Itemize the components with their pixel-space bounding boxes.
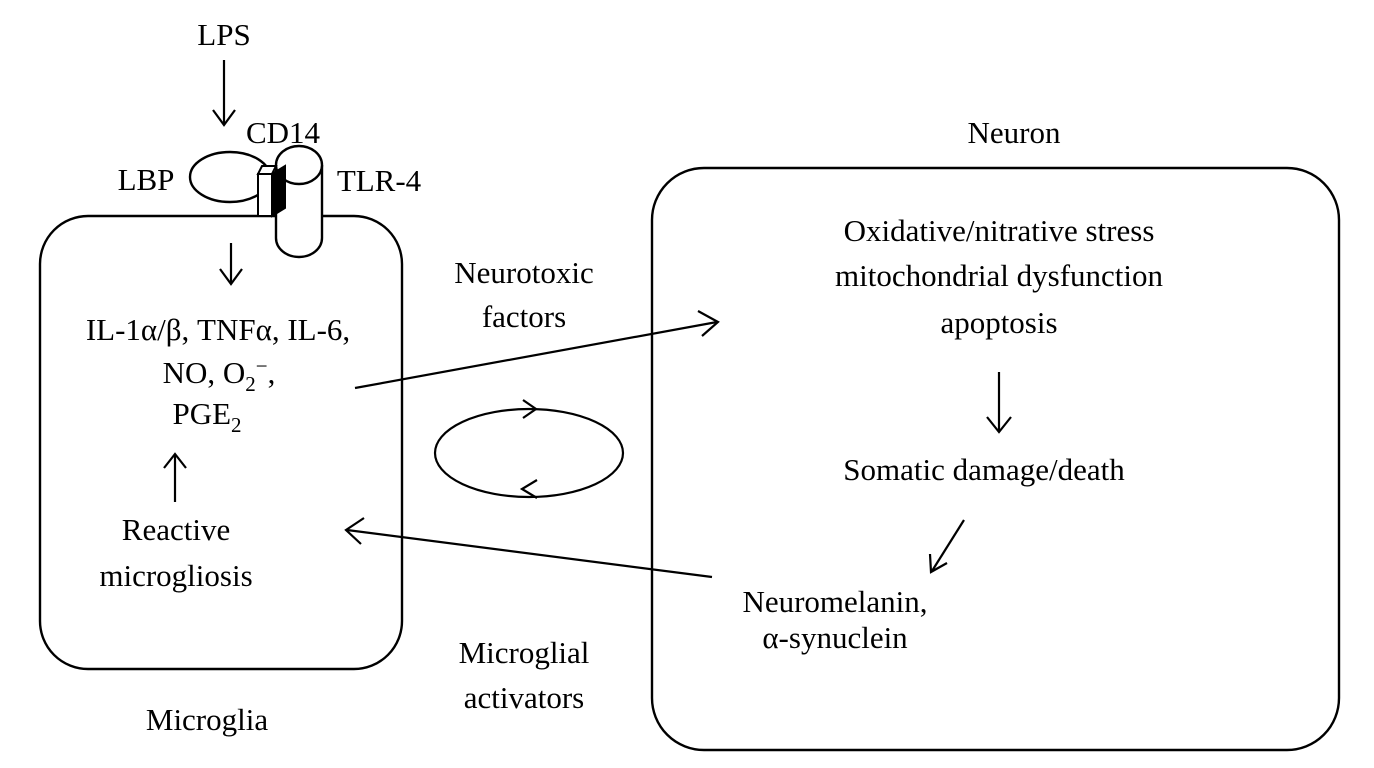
microgliosis-arrow-up [163, 452, 187, 502]
cd14-label: CD14 [246, 115, 321, 150]
release-line2-text: α-synuclein [762, 620, 908, 655]
receptor-complex [188, 144, 324, 259]
signal-arrow-down [219, 243, 243, 286]
stress-line3: apoptosis [940, 305, 1057, 340]
microglia-label: Microglia [146, 702, 268, 737]
feedback-cycle [433, 399, 625, 499]
activators-line1: Microglial [459, 635, 590, 670]
release-line1: Neuromelanin, [742, 584, 927, 619]
mediators-line3-a: PGE [172, 396, 231, 431]
release-line2: α-synuclein [762, 620, 908, 655]
cycle-arrowhead-top [522, 399, 538, 419]
reactive-line1: Reactive [122, 512, 230, 547]
tlr4-label: TLR-4 [337, 163, 422, 198]
stress-line2: mitochondrial dysfunction [835, 258, 1164, 293]
reactive-line2: microgliosis [99, 558, 252, 593]
neuron-label: Neuron [968, 115, 1061, 150]
mediators-line2-a: NO, O [163, 355, 246, 390]
neurotoxic-line1: Neurotoxic [454, 255, 593, 290]
cd14-connector-block [256, 164, 286, 218]
tlr4-cylinder [274, 165, 324, 259]
damage-to-release-arrow [928, 519, 965, 574]
activators-line2: activators [464, 680, 585, 715]
mediators-line3-sub: 2 [231, 413, 242, 437]
lps-arrow [212, 60, 236, 127]
neurotoxic-arrow [354, 310, 720, 390]
mediators-line2-sup: − [256, 354, 268, 378]
cycle-arrowhead-bottom [519, 479, 538, 499]
mediators-line2: NO, O2−, [163, 354, 276, 396]
mediators-line1: IL-1α/β, TNFα, IL-6, [86, 312, 350, 347]
stress-line1: Oxidative/nitrative stress [844, 213, 1155, 248]
mediators-line2-b: , [268, 355, 276, 390]
mediators-line3: PGE2 [172, 396, 241, 437]
stress-to-damage-arrow [986, 372, 1012, 434]
neuron-cell-box [650, 166, 1341, 752]
lbp-label: LBP [118, 162, 175, 197]
damage-label: Somatic damage/death [843, 452, 1125, 487]
microglia-cell-box [38, 214, 404, 671]
mediators-line2-sub: 2 [245, 372, 256, 396]
lps-label: LPS [197, 17, 250, 52]
neurotoxic-line2: factors [482, 299, 566, 334]
